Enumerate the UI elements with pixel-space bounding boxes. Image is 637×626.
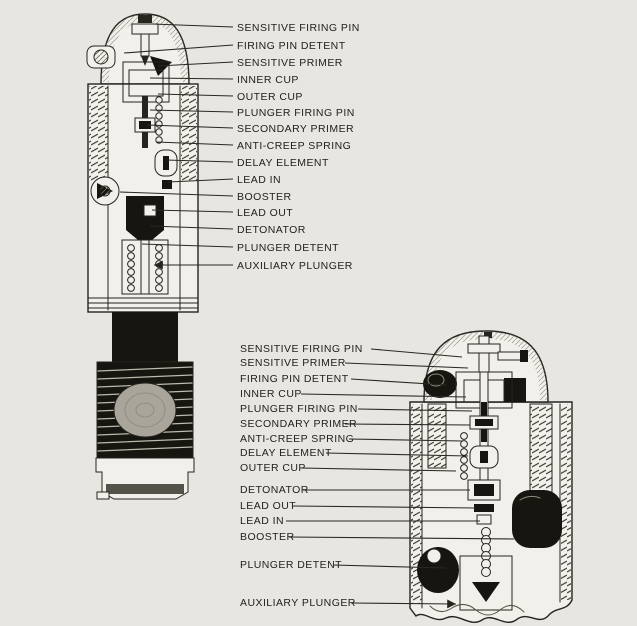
right-lead-in-part	[476, 514, 492, 525]
label-left-sensitive-primer: SENSITIVE PRIMER	[237, 57, 343, 69]
leader-left-sensitive-firing-pin	[151, 23, 234, 28]
left-fuze-cutaway	[86, 13, 199, 500]
label-left-delay-element: DELAY ELEMENT	[237, 157, 329, 169]
label-right-auxiliary-plunger: AUXILIARY PLUNGER	[240, 597, 356, 609]
label-right-detonator: DETONATOR	[240, 484, 309, 496]
leader-right-lead-out	[292, 505, 477, 509]
leader-left-anti-creep-spring	[155, 141, 234, 146]
left-base-collar	[95, 457, 195, 500]
leader-right-booster	[288, 536, 515, 540]
leader-right-secondary-primer	[344, 423, 471, 426]
label-right-inner-cup: INNER CUP	[240, 388, 302, 400]
left-anti-creep-spring-part	[155, 96, 163, 144]
right-anti-creep-spring-part	[460, 432, 468, 480]
label-right-secondary-primer: SECONDARY PRIMER	[240, 418, 358, 430]
label-left-plunger-detent: PLUNGER DETENT	[237, 242, 339, 254]
leader-left-plunger-detent	[141, 243, 234, 248]
label-right-anti-creep-spring: ANTI-CREEP SPRING	[240, 433, 355, 445]
leader-left-lead-out	[151, 209, 234, 213]
label-left-lead-out: LEAD OUT	[237, 207, 294, 219]
leader-lines-left	[119, 23, 234, 270]
label-left-lead-in: LEAD IN	[237, 174, 281, 186]
left-lead-in-part	[162, 180, 172, 189]
leader-left-outer-cup	[157, 93, 234, 97]
leader-right-plunger-firing-pin	[357, 408, 473, 412]
label-left-sensitive-firing-pin: SENSITIVE FIRING PIN	[237, 22, 360, 34]
leader-left-booster	[119, 191, 234, 197]
label-right-delay-element: DELAY ELEMENT	[240, 447, 332, 459]
leader-right-delay-element	[325, 452, 469, 457]
leader-right-inner-cup	[300, 393, 467, 398]
label-left-booster: BOOSTER	[237, 191, 292, 203]
label-left-auxiliary-plunger: AUXILIARY PLUNGER	[237, 260, 353, 272]
right-firing-pin-detent-part	[423, 370, 457, 398]
leader-left-inner-cup	[149, 77, 234, 80]
leader-left-delay-element	[165, 159, 234, 163]
leader-left-secondary-primer	[146, 124, 234, 129]
label-right-sensitive-firing-pin: SENSITIVE FIRING PIN	[240, 343, 363, 355]
leader-left-firing-pin-detent	[123, 44, 234, 54]
right-auxiliary-plunger-part	[459, 555, 513, 611]
label-left-secondary-primer: SECONDARY PRIMER	[237, 123, 355, 135]
leader-right-plunger-detent	[332, 564, 447, 569]
label-right-firing-pin-detent: FIRING PIN DETENT	[240, 373, 349, 385]
right-plunger-detent-part	[417, 547, 459, 593]
right-booster-part	[512, 490, 562, 548]
leader-right-sensitive-firing-pin	[370, 348, 463, 358]
leader-lines-right	[286, 348, 515, 609]
left-firing-pin-detent-part	[86, 45, 116, 69]
label-right-lead-out: LEAD OUT	[240, 500, 297, 512]
right-secondary-primer-part	[469, 415, 499, 430]
label-right-outer-cup: OUTER CUP	[240, 462, 306, 474]
label-left-plunger-firing-pin: PLUNGER FIRING PIN	[237, 107, 355, 119]
leader-right-auxiliary-plunger	[350, 599, 457, 609]
label-right-sensitive-primer: SENSITIVE PRIMER	[240, 357, 346, 369]
label-left-inner-cup: INNER CUP	[237, 74, 299, 86]
leader-right-anti-creep-spring	[348, 438, 463, 442]
right-lead-out-part	[474, 504, 494, 512]
right-upper-black-block	[504, 378, 526, 402]
left-auxiliary-plunger-part	[121, 239, 169, 295]
leader-left-detonator	[149, 225, 234, 230]
label-right-plunger-firing-pin: PLUNGER FIRING PIN	[240, 403, 358, 415]
right-delay-element-part	[469, 445, 499, 469]
label-left-firing-pin-detent: FIRING PIN DETENT	[237, 40, 346, 52]
leader-right-sensitive-primer	[344, 362, 469, 369]
left-plunger-head-part	[126, 196, 164, 240]
label-right-lead-in: LEAD IN	[240, 515, 284, 527]
label-left-anti-creep-spring: ANTI-CREEP SPRING	[237, 140, 352, 152]
leader-left-plunger-firing-pin	[149, 109, 234, 113]
left-body-bands	[87, 297, 199, 309]
left-sensitive-firing-pin-part	[131, 15, 159, 66]
left-delay-element-part	[154, 149, 178, 177]
label-left-outer-cup: OUTER CUP	[237, 91, 303, 103]
leader-left-lead-in	[167, 178, 234, 183]
leader-left-sensitive-primer	[157, 61, 234, 67]
right-detonator-part	[467, 479, 501, 501]
left-plunger-detent-part	[90, 176, 120, 206]
right-base-sketch	[429, 604, 525, 616]
right-fuze-cutaway	[409, 330, 573, 623]
left-mid-cylinder	[112, 312, 178, 362]
leader-right-outer-cup	[300, 467, 457, 472]
leader-right-firing-pin-detent	[350, 378, 447, 386]
label-left-detonator: DETONATOR	[237, 224, 306, 236]
right-left-thread-column	[427, 403, 447, 469]
label-right-booster: BOOSTER	[240, 531, 295, 543]
label-right-plunger-detent: PLUNGER DETENT	[240, 559, 342, 571]
left-threaded-base	[96, 361, 194, 459]
